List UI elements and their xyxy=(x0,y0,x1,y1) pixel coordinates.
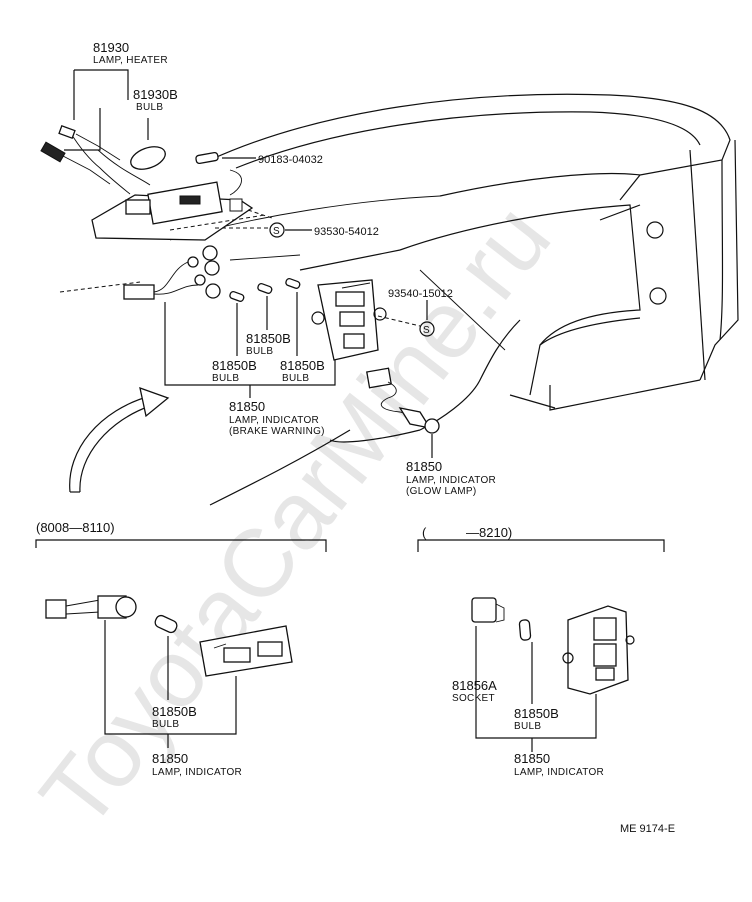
screw-s-symbol-2: S xyxy=(423,325,430,336)
label-right-lamp-name: LAMP, INDICATOR xyxy=(514,767,604,778)
label-81930b-name: BULB xyxy=(136,102,163,113)
label-glow-lamp-sub: (GLOW LAMP) xyxy=(406,486,477,497)
label-range-right-close: —8210) xyxy=(466,525,512,540)
label-screw-upper-pn: 93530-54012 xyxy=(314,226,379,238)
label-right-bulb-name: BULB xyxy=(514,721,541,732)
label-bulb-mid-name: BULB xyxy=(246,346,273,357)
label-brake-lamp-sub: (BRAKE WARNING) xyxy=(229,426,325,437)
label-left-lamp-name: LAMP, INDICATOR xyxy=(152,767,242,778)
label-socket-name: SOCKET xyxy=(452,693,495,704)
label-left-lamp-pn: 81850 xyxy=(152,751,188,766)
label-range-right-open: ( xyxy=(422,525,427,540)
ref-code: ME 9174-E xyxy=(620,823,675,835)
label-bulb-left-name: BULB xyxy=(212,373,239,384)
label-brake-lamp-pn: 81850 xyxy=(229,399,265,414)
label-bulb-right-pn: 81850B xyxy=(280,358,325,373)
label-bulb-mid-pn: 81850B xyxy=(246,331,291,346)
glow-lamp-assembly xyxy=(366,367,440,458)
dashboard-outline xyxy=(59,93,739,506)
label-left-bulb-name: BULB xyxy=(152,719,179,730)
label-right-lamp-pn: 81850 xyxy=(514,751,550,766)
label-left-bulb-pn: 81850B xyxy=(152,704,197,719)
pointer-arrow xyxy=(69,386,170,493)
label-glow-lamp-name: LAMP, INDICATOR xyxy=(406,475,496,486)
label-81930-pn: 81930 xyxy=(93,40,129,55)
label-bulb-right-name: BULB xyxy=(282,373,309,384)
label-brake-lamp-name: LAMP, INDICATOR xyxy=(229,415,319,426)
left-variant-assembly xyxy=(35,539,327,748)
brake-warning-lamp-assembly: S xyxy=(123,245,435,398)
label-glow-lamp-pn: 81850 xyxy=(406,459,442,474)
label-81930b-pn: 81930B xyxy=(133,87,178,102)
screw-s-symbol: S xyxy=(273,226,280,237)
label-range-left: (8008—8110) xyxy=(36,520,115,535)
heater-lamp-assembly: S xyxy=(40,69,312,241)
label-right-bulb-pn: 81850B xyxy=(514,706,559,721)
label-screw-lower-pn: 93540-15012 xyxy=(388,288,453,300)
label-bolt-pn: 90183-04032 xyxy=(258,154,323,166)
right-variant-assembly xyxy=(417,539,665,752)
label-81930-name: LAMP, HEATER xyxy=(93,55,168,66)
label-bulb-left-pn: 81850B xyxy=(212,358,257,373)
label-socket-pn: 81856A xyxy=(452,678,497,693)
